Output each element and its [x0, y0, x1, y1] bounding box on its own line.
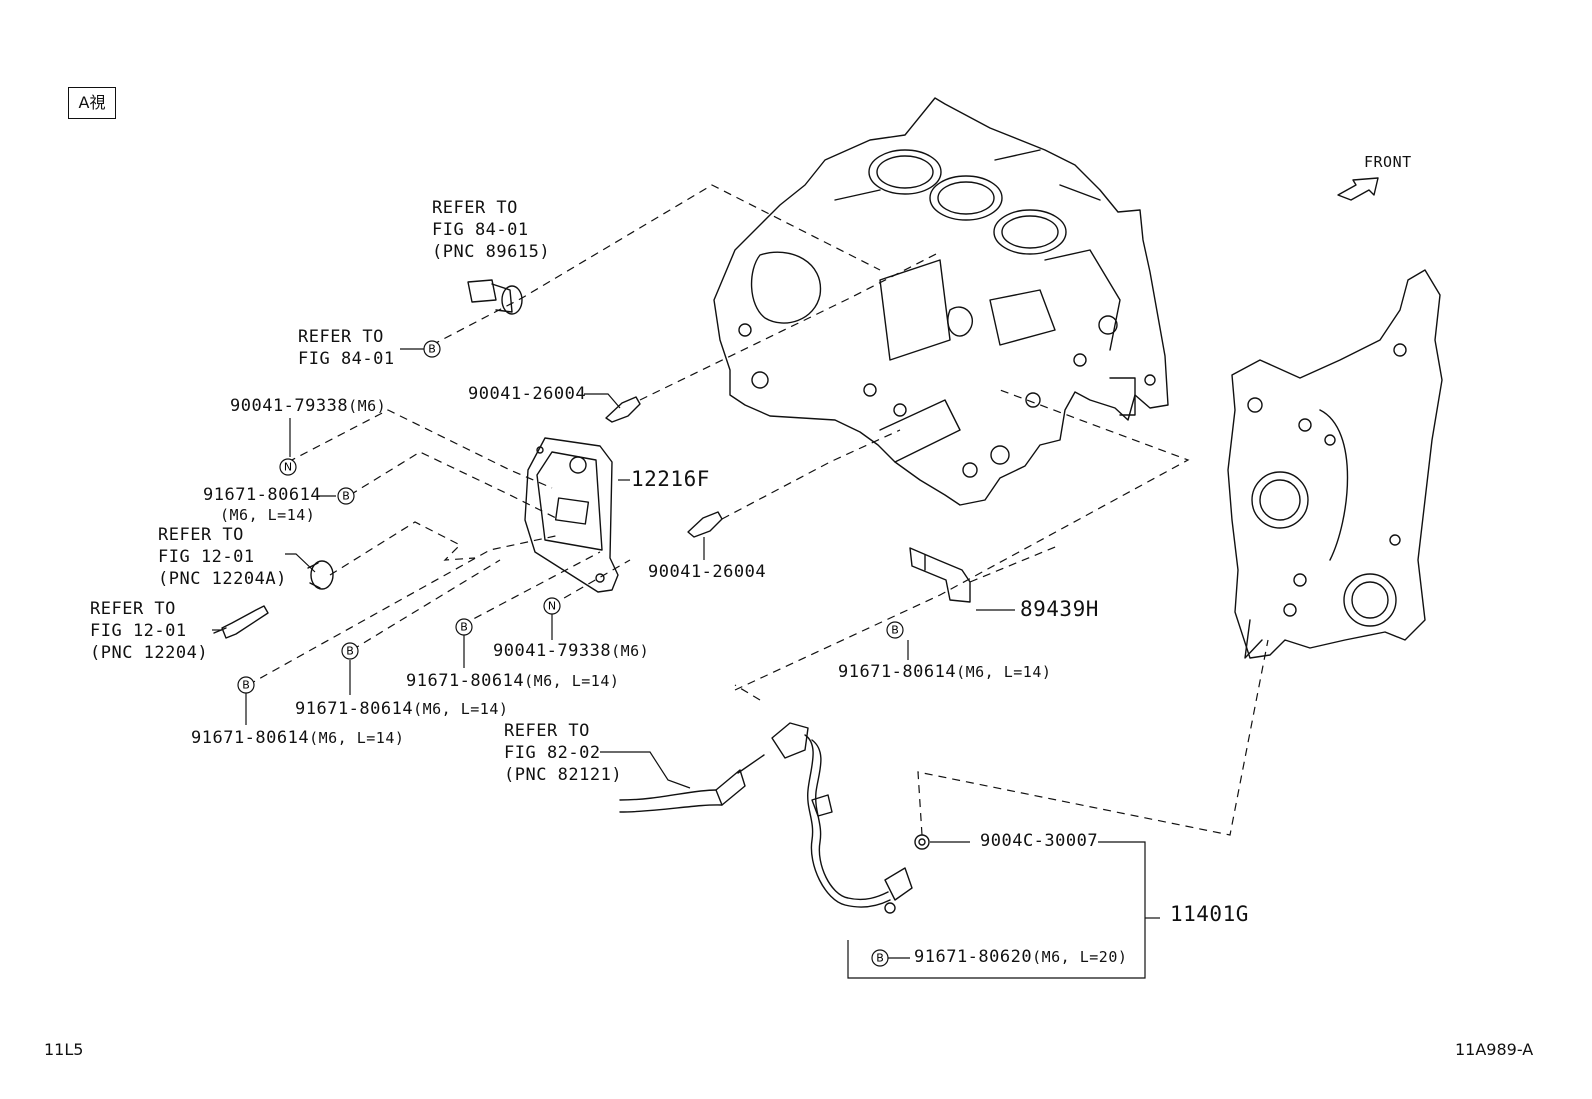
bracket-drawing: [909, 547, 971, 603]
knock-sensor-drawing: [467, 279, 523, 315]
part-oring[interactable]: 9004C-30007: [980, 831, 1099, 851]
refer-filter[interactable]: REFER TO FIG 12-01 (PNC 12204A): [158, 525, 287, 589]
svg-text:B: B: [891, 624, 899, 637]
svg-text:B: B: [346, 645, 354, 658]
svg-text:B: B: [242, 679, 250, 692]
b-symbol-e: B: [886, 621, 904, 639]
part-sensor-assy[interactable]: 11401G: [1170, 902, 1249, 926]
part-cover[interactable]: 12216F: [631, 467, 710, 491]
part-bolt-b[interactable]: 91671-80614(M6, L=14): [406, 671, 620, 691]
refer-knock-bolt[interactable]: REFER TO FIG 84-01: [298, 327, 395, 369]
part-stud-upper[interactable]: 90041-26004: [468, 384, 587, 404]
svg-text:B: B: [428, 343, 436, 356]
front-arrow-icon: [1337, 177, 1379, 201]
part-stud-lower[interactable]: 90041-26004: [648, 562, 767, 582]
n-symbol-lower: N: [543, 597, 561, 615]
timing-cover-drawing: [1227, 269, 1443, 659]
part-bolt-a-spec: (M6, L=14): [220, 506, 316, 524]
guide-lines: [247, 184, 1269, 836]
refer-valve[interactable]: REFER TO FIG 12-01 (PNC 12204): [90, 599, 209, 663]
part-bolt-e[interactable]: 91671-80614(M6, L=14): [838, 662, 1052, 682]
part-bolt-a[interactable]: 91671-80614: [203, 485, 322, 505]
b-symbol-sensor: B: [871, 949, 889, 967]
footer-right-code: 11A989-A: [1455, 1040, 1534, 1059]
part-bracket[interactable]: 89439H: [1020, 597, 1099, 621]
b-symbol-knock: B: [423, 340, 441, 358]
svg-text:N: N: [548, 600, 556, 613]
leader-lines: [212, 348, 1160, 979]
filter-part-drawing: [307, 560, 334, 590]
b-symbol-a: B: [337, 487, 355, 505]
svg-text:B: B: [342, 490, 350, 503]
svg-text:N: N: [284, 461, 292, 474]
b-symbol-d: B: [237, 676, 255, 694]
sensor-harness-drawing: [619, 722, 930, 914]
n-symbol-upper: N: [279, 458, 297, 476]
part-sensor-bolt[interactable]: 91671-80620(M6, L=20): [914, 947, 1128, 967]
view-tag: A視: [68, 87, 116, 119]
refer-knock-sensor[interactable]: REFER TO FIG 84-01 (PNC 89615): [432, 198, 551, 262]
b-symbol-b: B: [455, 618, 473, 636]
svg-text:B: B: [460, 621, 468, 634]
cylinder-block-drawing: [713, 97, 1169, 506]
refer-wire[interactable]: REFER TO FIG 82-02 (PNC 82121): [504, 721, 623, 785]
part-nut-upper[interactable]: 90041-79338(M6): [230, 396, 387, 416]
front-label: FRONT: [1364, 153, 1412, 171]
part-bolt-c[interactable]: 91671-80614(M6, L=14): [295, 699, 509, 719]
part-bolt-d[interactable]: 91671-80614(M6, L=14): [191, 728, 405, 748]
b-symbol-c: B: [341, 642, 359, 660]
valve-part-drawing: [213, 605, 269, 639]
footer-left-code: 11L5: [44, 1040, 84, 1059]
part-nut-lower[interactable]: 90041-79338(M6): [493, 641, 650, 661]
svg-text:B: B: [876, 952, 884, 965]
cover-plate-drawing: [524, 437, 619, 593]
